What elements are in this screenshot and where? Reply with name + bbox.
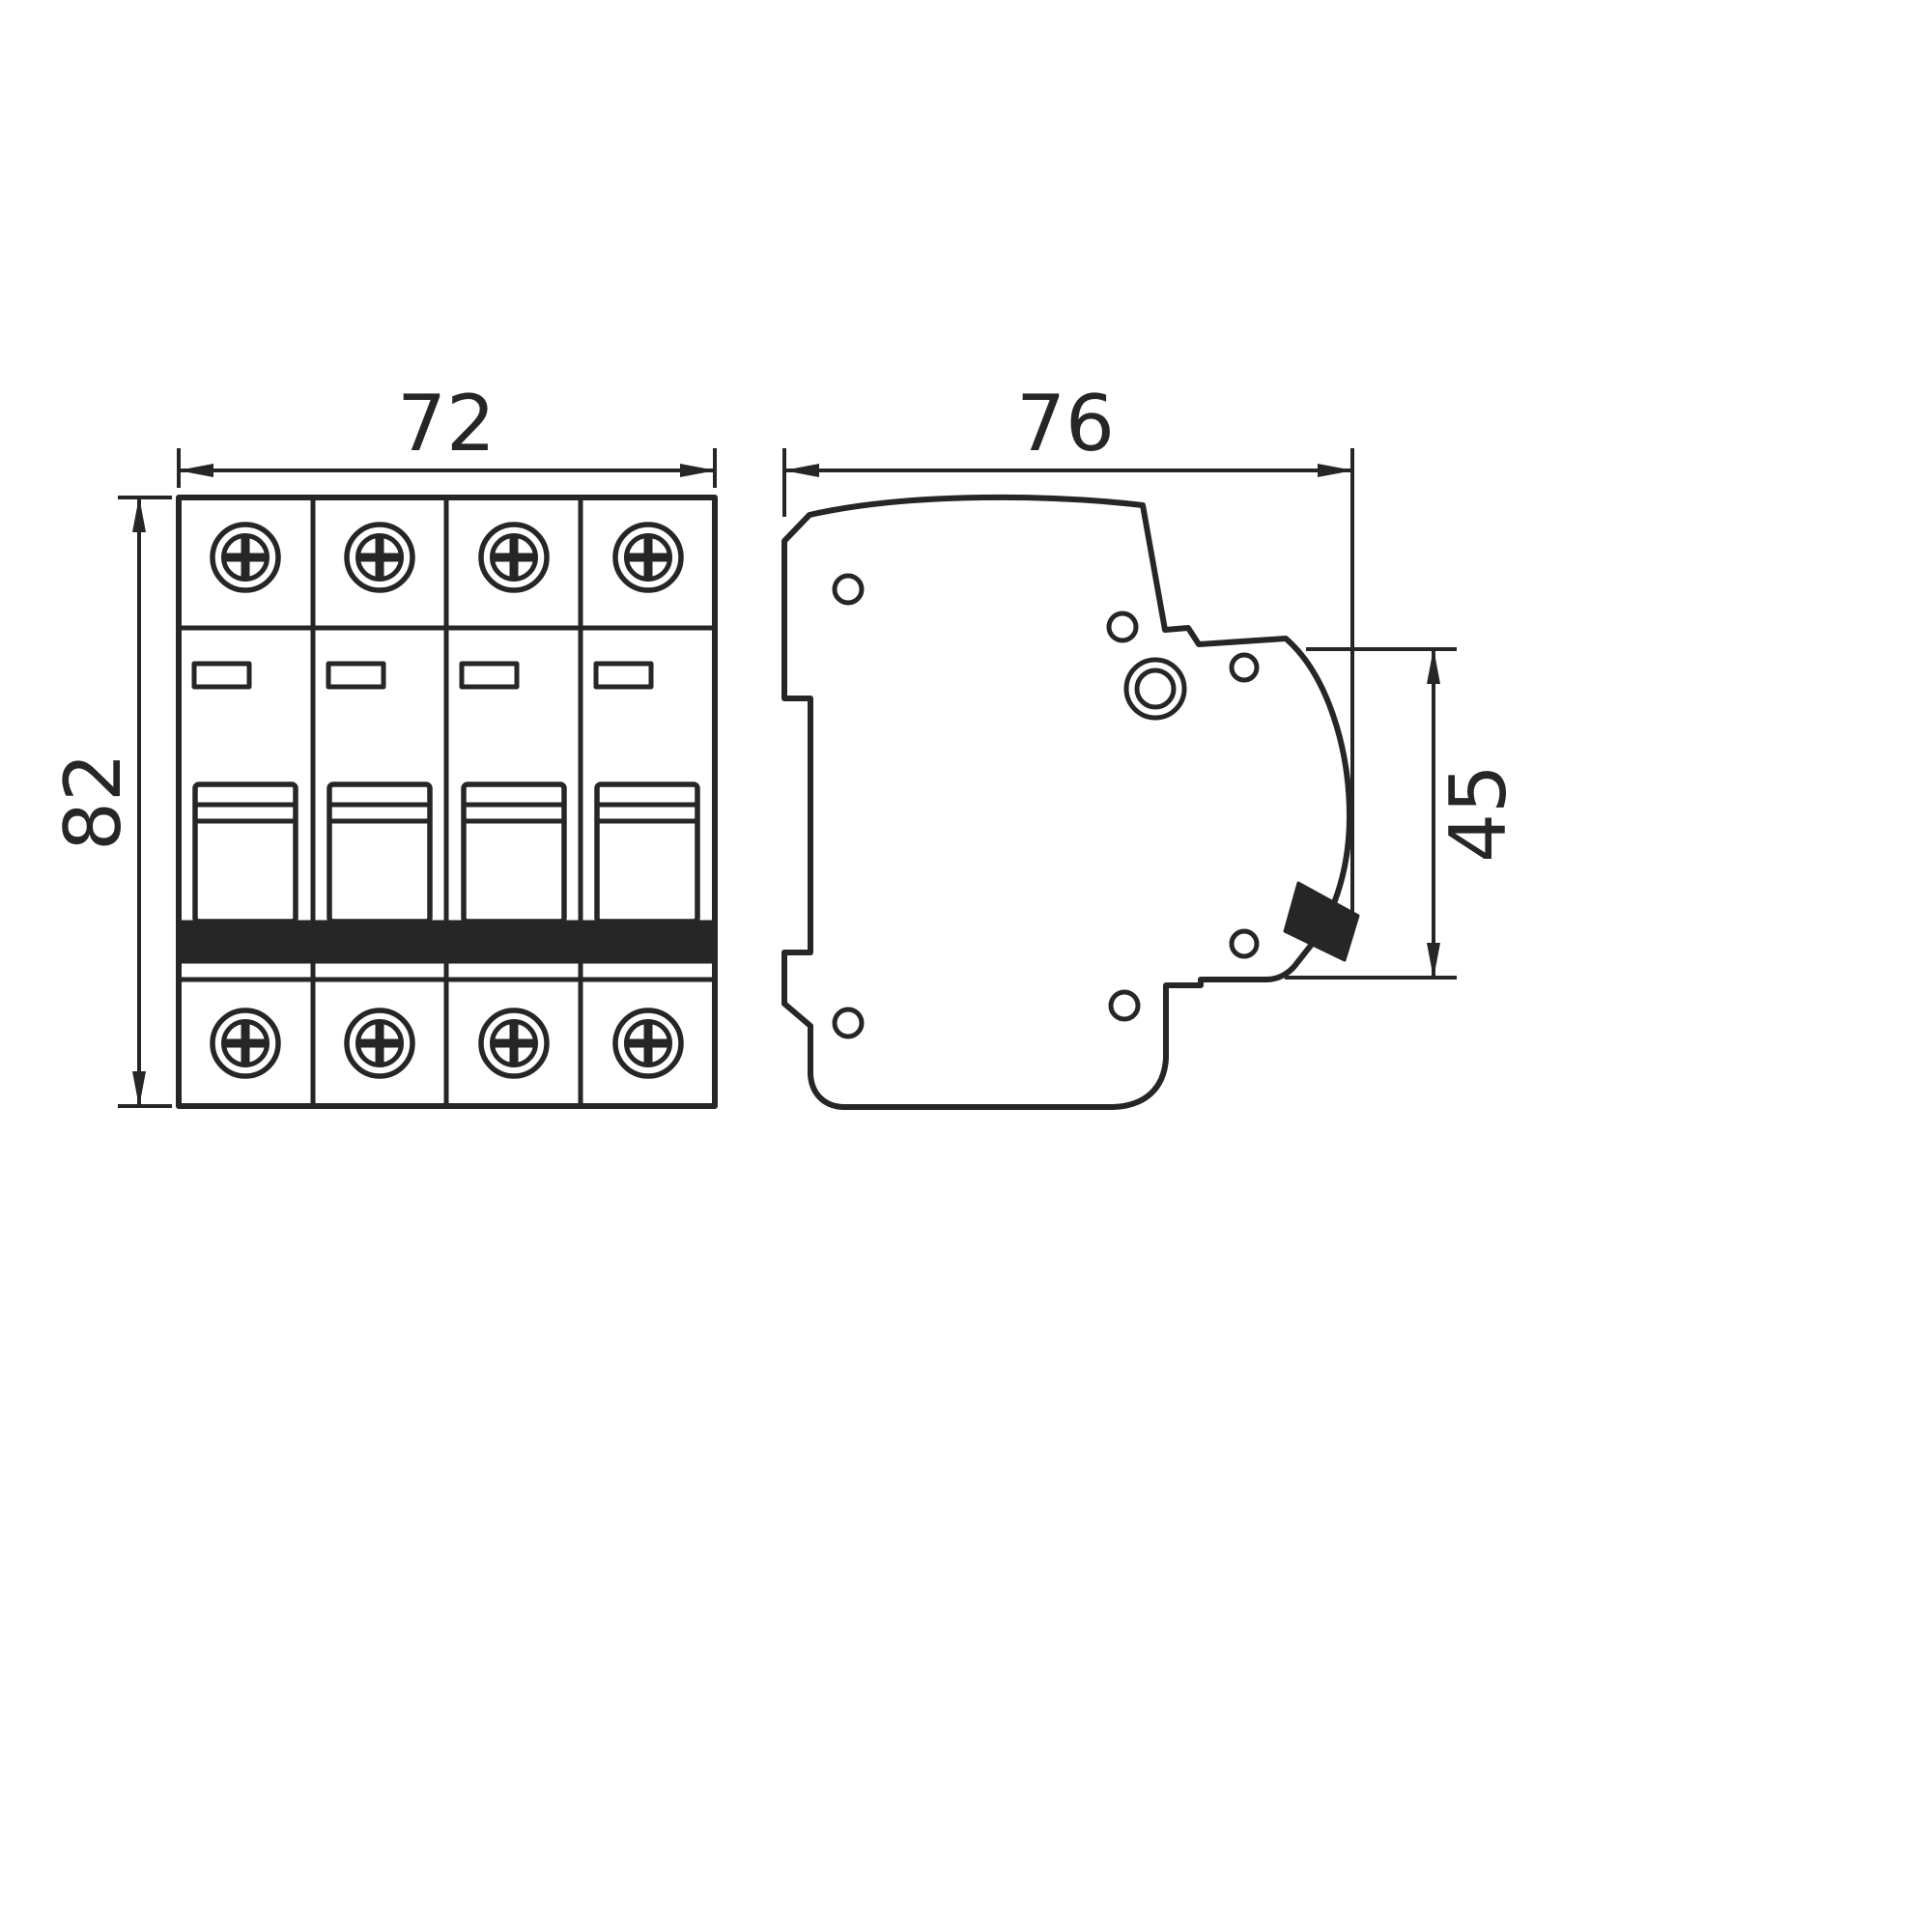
indicator-window [191,661,252,690]
screw-terminal [213,525,278,590]
indicator-window [326,661,386,690]
toggle-switch [195,784,296,922]
screw-terminal [481,1010,547,1076]
indicator-window [459,661,520,690]
side-handle-dimension: 45 [1285,647,1523,980]
indicator-window [593,661,654,690]
screw-terminal [481,525,547,590]
front-view: 72 82 [48,379,718,1109]
front-height-dimension: 82 [48,496,172,1108]
screw-terminal [615,525,681,590]
screw-terminal [615,1010,681,1076]
toggle-switch [464,784,564,922]
side-depth-dimension: 76 [782,379,1354,920]
side-view: 76 45 [781,379,1523,1110]
fixing-hole [1108,989,1141,1022]
screw-terminal [213,1010,278,1076]
fixing-hole [1106,611,1139,643]
mounting-boss-inner [1134,668,1177,710]
fixing-hole [1229,928,1260,959]
front-width-dimension: 72 [177,379,717,488]
toggle-switch [597,784,697,922]
screw-terminal [347,525,412,590]
fixing-hole [832,573,865,606]
side-depth-dimension-label: 76 [1016,379,1115,469]
screw-terminal [347,1010,412,1076]
front-height-dimension-label: 82 [48,753,138,851]
switch-lever [1283,881,1360,962]
side-profile-outline [781,494,1352,1110]
front-width-dimension-label: 72 [397,379,496,469]
fixing-hole [1229,652,1260,683]
side-handle-dimension-label: 45 [1434,764,1523,863]
fixing-hole [832,1007,865,1039]
toggle-switch [329,784,430,922]
toggle-rail-band [180,920,714,964]
